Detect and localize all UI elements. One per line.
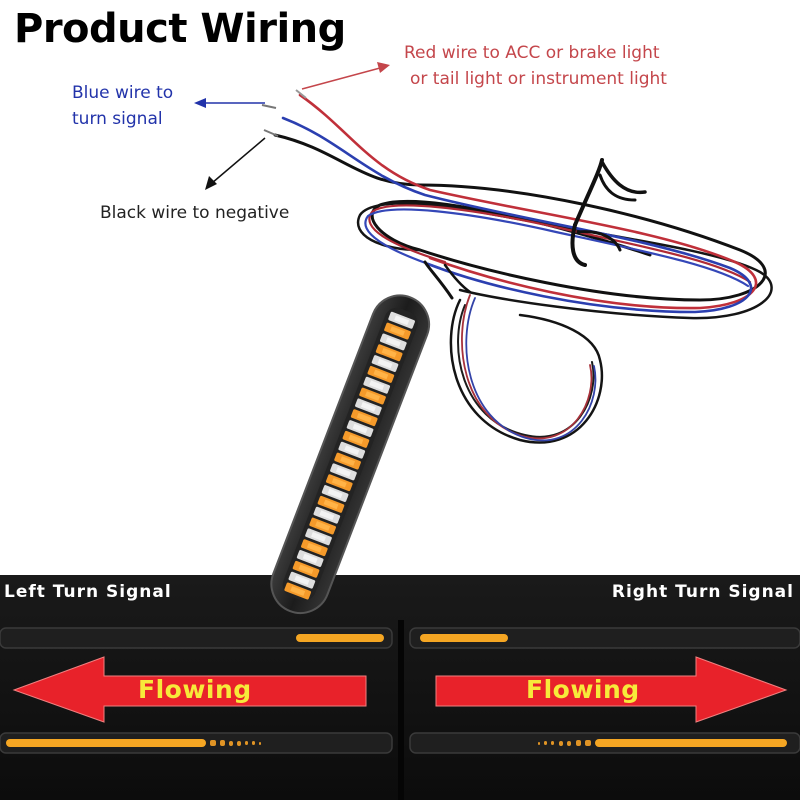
led-chip	[394, 315, 410, 326]
left-strip-top	[0, 627, 393, 649]
right-strip-top	[409, 627, 800, 649]
right-turn-signal-label: Right Turn Signal	[611, 582, 794, 602]
black-wire-label: Black wire to negative	[100, 203, 290, 223]
blue-wire-label-line2: turn signal	[72, 109, 163, 129]
led-chip	[306, 542, 322, 553]
left-strip-bottom	[0, 732, 393, 754]
led-chip	[323, 499, 339, 510]
demo-divider	[398, 620, 404, 800]
wire-bundle	[273, 93, 773, 444]
red-wire-label-line1: Red wire to ACC or brake light	[404, 43, 660, 63]
blue-wire-label: Blue wire to turn signal	[72, 80, 232, 132]
led-chip	[344, 445, 360, 456]
led-chip	[352, 423, 368, 434]
led-chip	[294, 575, 310, 586]
led-chip	[311, 532, 326, 542]
flow-arrow-left-icon	[12, 656, 367, 723]
flow-arrow-right-icon	[435, 656, 788, 723]
led-chip	[377, 358, 393, 369]
wire-tips	[261, 89, 307, 137]
right-strip-bottom	[409, 732, 800, 754]
led-chip	[381, 347, 397, 358]
page-title: Product Wiring	[14, 6, 346, 52]
led-chip	[290, 586, 306, 596]
led-cells	[284, 311, 415, 600]
led-chip	[315, 521, 331, 531]
annotation-arrows	[194, 62, 390, 190]
led-chip	[298, 564, 314, 575]
red-wire-label: Red wire to ACC or brake light or tail l…	[404, 40, 694, 92]
led-chip	[340, 456, 356, 466]
led-chip	[302, 553, 318, 564]
led-chip	[356, 412, 372, 423]
led-chip	[331, 477, 347, 488]
led-chip	[336, 467, 351, 477]
flowing-right-label: Flowing	[526, 675, 640, 704]
led-chip	[348, 434, 364, 445]
led-chip	[385, 337, 401, 347]
led-chip	[369, 380, 385, 391]
led-chip	[319, 510, 335, 521]
led-chip	[327, 488, 343, 499]
led-strip	[270, 294, 431, 614]
flowing-left-label: Flowing	[138, 675, 252, 704]
led-chip	[390, 326, 405, 336]
blue-wire-label-line1: Blue wire to	[72, 83, 174, 103]
red-wire-label-line2: or tail light or instrument light	[410, 69, 667, 89]
left-turn-signal-label: Left Turn Signal	[4, 582, 172, 602]
led-chip	[373, 369, 389, 380]
led-chip	[360, 402, 376, 412]
led-chip	[365, 391, 380, 401]
